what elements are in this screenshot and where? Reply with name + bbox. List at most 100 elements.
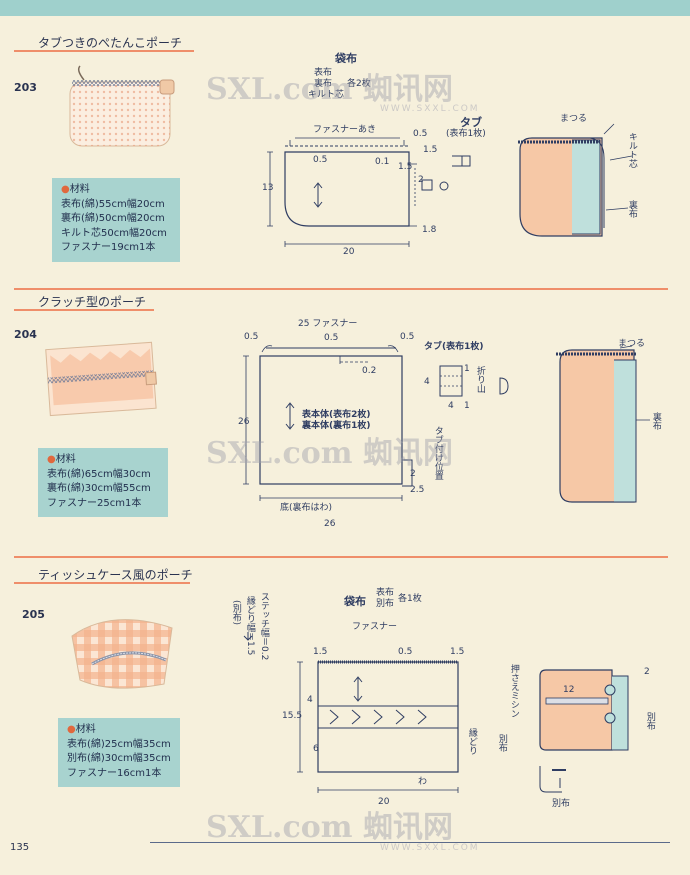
d203-m15a: 1.5 — [423, 145, 438, 155]
diagram-205-side — [539, 669, 629, 793]
materials-header-text: 材料 — [55, 454, 76, 465]
section-title-204: クラッチ型のポーチ — [38, 295, 147, 309]
photo-pouch-205 — [71, 619, 173, 689]
d205-count: 各1枚 — [398, 594, 422, 604]
d204-m05a: 0.5 — [244, 332, 259, 342]
d205-edge: 縁どり幅＝1.5 — [244, 596, 255, 656]
d203-side-ura: 裏布 — [626, 200, 637, 218]
model-number-203: 203 — [14, 81, 37, 94]
d205-side-betsu2: 別布 — [496, 734, 507, 752]
d205-betsu: (別布) — [230, 600, 241, 626]
watermark-url: WWW.SXXL.COM — [380, 843, 480, 853]
d203-h13: 13 — [262, 183, 274, 193]
d204-top-label: 25 ファスナー — [298, 319, 358, 329]
d205-m15b: 1.5 — [450, 647, 465, 657]
d204-tab1a: 1 — [464, 364, 470, 374]
d205-title: 袋布 — [344, 595, 366, 608]
materials-header: ●材料 — [61, 183, 172, 198]
materials-box-204: ●材料 表布(綿)65cm幅30cm 裏布(綿)30cm幅55cm ファスナー2… — [38, 448, 168, 517]
d204-m25: 2.5 — [410, 485, 425, 495]
d203-tab-sub: (表布1枚) — [446, 129, 486, 139]
model-number-205: 205 — [22, 608, 45, 621]
d203-m05b: 0.5 — [313, 155, 328, 165]
diagram-204-side — [556, 345, 650, 503]
bullet-icon: ● — [67, 724, 76, 735]
material-item: 裏布(綿)50cm幅20cm — [61, 213, 165, 224]
model-number-204: 204 — [14, 328, 37, 341]
d205-m4: 4 — [307, 695, 313, 705]
d204-tab4b: 4 — [448, 401, 454, 411]
d203-m18: 1.8 — [422, 225, 437, 235]
d204-tab-fold: 折り山 — [474, 366, 485, 393]
material-item: 裏布(綿)30cm幅55cm — [47, 483, 151, 494]
material-item: ファスナー19cm1本 — [61, 242, 156, 253]
diagram-203-pattern — [267, 137, 471, 247]
d204-m05b: 0.5 — [324, 333, 339, 343]
d203-zipper-label: ファスナーあき — [313, 125, 377, 135]
d205-edge-label: 縁どり — [466, 728, 477, 755]
photo-pouch-203 — [69, 65, 175, 147]
d203-m2: 2 — [418, 175, 424, 185]
d205-side-12: 12 — [563, 685, 575, 695]
d203-m05a: 0.5 — [413, 129, 428, 139]
d205-stitch: ステッチ幅＝0.2 — [258, 592, 269, 661]
d205-wa: わ — [418, 777, 428, 787]
d204-m02: 0.2 — [362, 366, 377, 376]
d205-h155: 15.5 — [282, 711, 303, 721]
d204-tab4a: 4 — [424, 377, 430, 387]
d204-tab1b: 1 — [464, 401, 470, 411]
d204-side-ura: 裏布 — [650, 412, 661, 430]
watermark-logo: SXL.com 蜘讯网 — [206, 72, 453, 107]
d203-side-quilt: キルト芯 — [626, 132, 637, 168]
materials-box-203: ●材料 表布(綿)55cm幅20cm 裏布(綿)50cm幅20cm キルト芯50… — [52, 178, 180, 262]
footer-rule — [150, 842, 670, 843]
section-title-205: ティッシュケース風のポーチ — [38, 568, 193, 582]
d204-side-matsuru: まつる — [618, 339, 646, 349]
d204-tab-title: タブ(表布1枚) — [424, 342, 484, 352]
d204-m05c: 0.5 — [400, 332, 415, 342]
materials-header-text: 材料 — [69, 184, 90, 195]
d204-m2: 2 — [410, 469, 416, 479]
d204-w26: 26 — [324, 519, 336, 529]
photo-pouch-204 — [45, 341, 157, 417]
bullet-icon: ● — [61, 184, 70, 195]
d205-side-betsu1: 別布 — [644, 712, 655, 730]
d205-side-osae: 押さえミシン — [508, 664, 519, 718]
materials-header-text: 材料 — [75, 724, 96, 735]
d203-side-matsuru: まつる — [560, 114, 588, 124]
d205-sub2: 別布 — [376, 599, 395, 609]
d205-m15a: 1.5 — [313, 647, 328, 657]
d205-zipper: ファスナー — [352, 622, 398, 632]
d203-sub2: 裏布 — [314, 79, 333, 89]
materials-header: ●材料 — [67, 723, 172, 738]
d204-tab-pos: タブ付け位置 — [432, 426, 443, 480]
watermark-logo: SXL.com 蜘讯网 — [206, 810, 453, 845]
section-divider-204-top — [14, 288, 668, 290]
material-item: キルト芯50cm幅20cm — [61, 227, 167, 239]
materials-header: ●材料 — [47, 453, 160, 468]
d204-h26: 26 — [238, 417, 250, 427]
d203-tab-title: タブ — [460, 116, 482, 129]
diagram-204-pattern — [243, 345, 509, 501]
section-title-203: タブつきのぺたんこポーチ — [38, 36, 183, 50]
d205-m6: 6 — [313, 744, 319, 754]
d205-m05: 0.5 — [398, 647, 413, 657]
diagram-203-side — [518, 123, 633, 237]
section-divider-204 — [14, 309, 154, 311]
d203-w20: 20 — [343, 247, 355, 257]
material-item: 表布(綿)25cm幅35cm — [67, 738, 171, 750]
material-item: 表布(綿)55cm幅20cm — [61, 198, 165, 210]
d205-side-2: 2 — [644, 667, 650, 677]
d204-body1: 表本体(表布2枚) — [302, 410, 371, 420]
page-number: 135 — [10, 842, 30, 853]
material-item: ファスナー16cm1本 — [67, 767, 162, 779]
d204-body2: 裏本体(裏布1枚) — [302, 421, 371, 431]
section-divider-205-top — [14, 556, 668, 558]
diagram-205-pattern — [243, 632, 459, 793]
d203-sub1: 表布 — [314, 68, 333, 78]
d204-bottom: 底(裏布はわ) — [280, 503, 333, 513]
watermark-url: WWW.SXXL.COM — [380, 104, 480, 114]
section-divider-203 — [14, 50, 194, 52]
watermark-logo: SXL.com 蜘讯网 — [206, 436, 453, 471]
